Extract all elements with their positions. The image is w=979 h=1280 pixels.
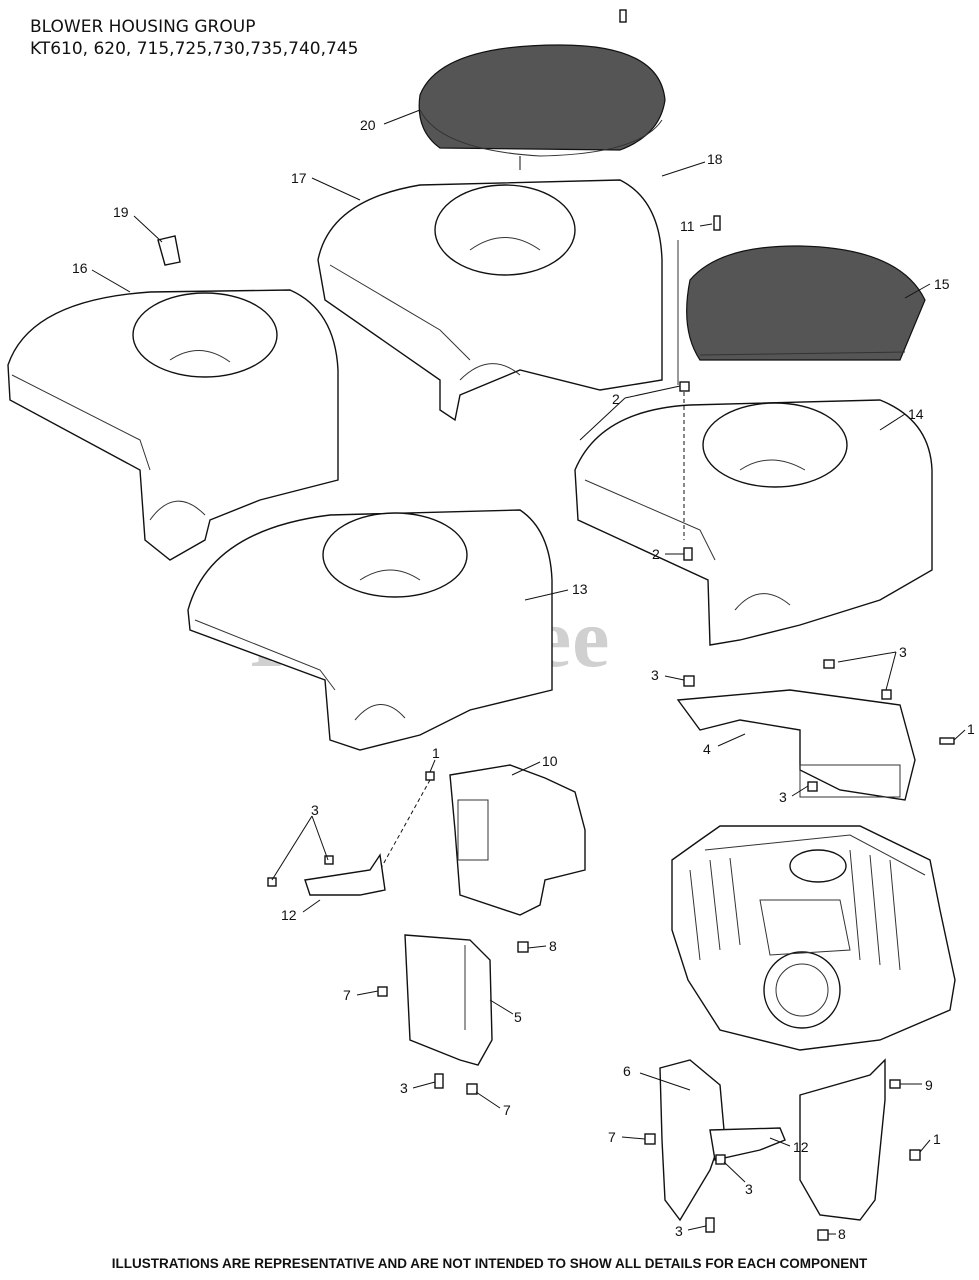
callout-8-lower[interactable]: 8 — [838, 1226, 846, 1242]
part-3-nut-b[interactable] — [823, 659, 892, 700]
part-right-lower-baffle[interactable] — [799, 1058, 886, 1221]
part-8-nut-upper[interactable] — [517, 941, 529, 953]
part-1-screw-lower[interactable] — [909, 1149, 921, 1161]
part-1-screw-right[interactable] — [939, 737, 955, 745]
part-3-screw-f[interactable] — [715, 1154, 726, 1165]
part-12-bracket-left[interactable] — [304, 853, 386, 896]
callout-1-right[interactable]: 1 — [967, 721, 975, 737]
callout-10[interactable]: 10 — [542, 753, 558, 769]
callout-3-a[interactable]: 3 — [651, 667, 659, 683]
callout-3-b[interactable]: 3 — [899, 644, 907, 660]
callout-11[interactable]: 11 — [680, 218, 695, 234]
callout-9[interactable]: 9 — [925, 1077, 933, 1093]
part-3-nut-c[interactable] — [807, 781, 818, 792]
part-3-screw-d[interactable] — [267, 855, 334, 887]
part-2-screw-lower[interactable] — [683, 547, 693, 561]
engine-block — [671, 825, 956, 1051]
disclaimer-footer: ILLUSTRATIONS ARE REPRESENTATIVE AND ARE… — [111, 1256, 868, 1271]
part-14-blower-housing[interactable] — [574, 399, 933, 646]
callout-19[interactable]: 19 — [113, 204, 129, 220]
part-7-nut-b[interactable] — [466, 1083, 478, 1095]
callout-2-upper[interactable]: 2 — [612, 391, 620, 407]
part-7-nut-a[interactable] — [377, 986, 388, 997]
part-5-baffle[interactable] — [404, 934, 493, 1066]
model-list: KT610, 620, 715,725,730,735,740,745 — [30, 39, 359, 59]
part-6-baffle[interactable] — [659, 1059, 725, 1222]
callout-7-c[interactable]: 7 — [608, 1129, 616, 1145]
leader-lines — [91, 109, 966, 1235]
part-9-screw[interactable] — [889, 1079, 901, 1089]
callout-3-e[interactable]: 3 — [400, 1080, 408, 1096]
callout-3-c[interactable]: 3 — [779, 789, 787, 805]
screw-top — [619, 9, 627, 23]
callout-13[interactable]: 13 — [572, 581, 588, 597]
callout-7-b[interactable]: 7 — [503, 1102, 511, 1118]
callout-8-upper[interactable]: 8 — [549, 938, 557, 954]
part-15-grille[interactable] — [686, 245, 926, 361]
callout-12-right[interactable]: 12 — [793, 1139, 809, 1155]
part-19-clip[interactable] — [157, 235, 181, 266]
callout-1-lower[interactable]: 1 — [933, 1131, 941, 1147]
callout-6[interactable]: 6 — [623, 1063, 631, 1079]
callout-2-lower[interactable]: 2 — [652, 546, 660, 562]
callout-1-upper[interactable]: 1 — [432, 745, 440, 761]
part-13-blower-housing[interactable] — [187, 509, 553, 751]
part-1-screw-upper[interactable] — [379, 771, 435, 871]
part-7-nut-c[interactable] — [644, 1133, 656, 1145]
callout-3-f[interactable]: 3 — [745, 1181, 753, 1197]
callout-14[interactable]: 14 — [908, 406, 924, 422]
part-3-screw-g[interactable] — [705, 1217, 715, 1233]
callout-17[interactable]: 17 — [291, 170, 307, 186]
part-3-screw-e[interactable] — [434, 1073, 444, 1089]
part-4-baffle[interactable] — [676, 689, 916, 801]
part-20-grille[interactable] — [418, 44, 666, 170]
callout-4[interactable]: 4 — [703, 741, 711, 757]
callout-16[interactable]: 16 — [72, 260, 88, 276]
callout-labels: 20 17 18 19 11 16 15 2 14 2 13 3 3 1 4 3… — [72, 117, 975, 1242]
part-17-blower-housing[interactable] — [317, 179, 679, 422]
part-12-bracket-right[interactable] — [709, 1127, 786, 1161]
callout-7-a[interactable]: 7 — [343, 987, 351, 1003]
diagram-title: BLOWER HOUSING GROUP — [30, 17, 256, 37]
callout-5[interactable]: 5 — [514, 1009, 522, 1025]
part-16-blower-housing[interactable] — [7, 289, 339, 561]
callout-3-g[interactable]: 3 — [675, 1223, 683, 1239]
callout-18[interactable]: 18 — [707, 151, 723, 167]
part-11-screw[interactable] — [713, 215, 721, 231]
callout-20[interactable]: 20 — [360, 117, 376, 133]
callout-3-d[interactable]: 3 — [311, 802, 319, 818]
callout-15[interactable]: 15 — [934, 276, 950, 292]
part-8-nut-lower[interactable] — [817, 1229, 829, 1241]
part-10-baffle[interactable] — [449, 764, 586, 916]
part-3-nut-a[interactable] — [683, 675, 695, 687]
callout-12-left[interactable]: 12 — [281, 907, 297, 923]
